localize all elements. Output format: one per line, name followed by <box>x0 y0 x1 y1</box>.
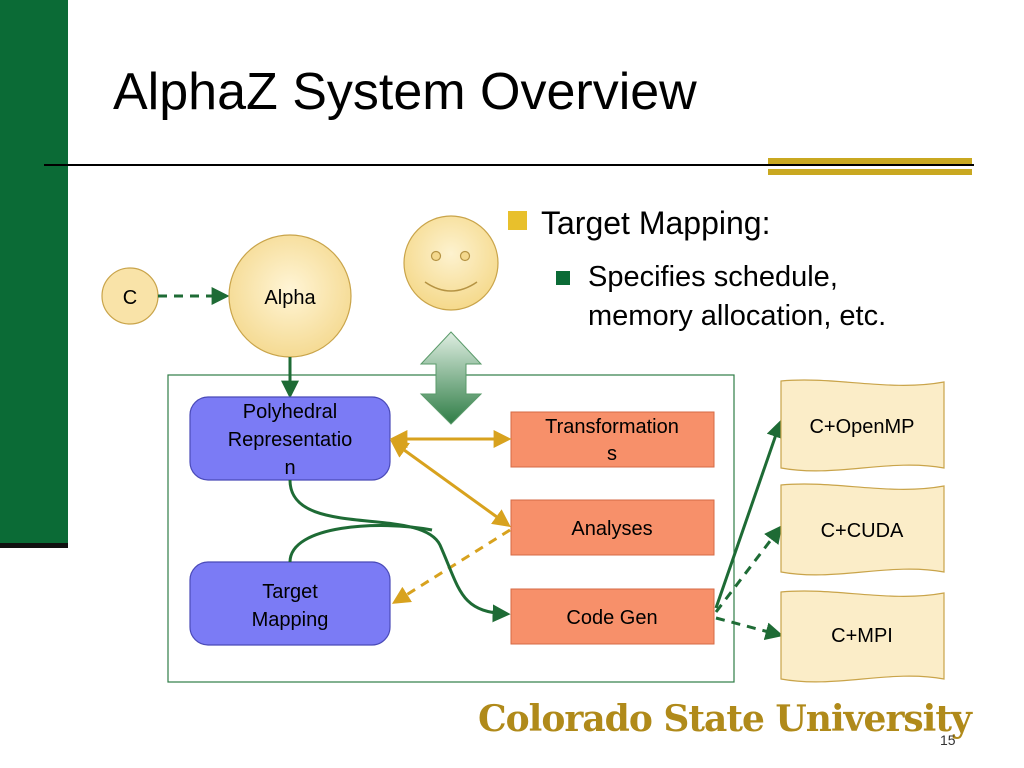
node-target-mapping-line-1: Target <box>262 581 318 603</box>
bullet-level2-line-1: Specifies schedule, <box>588 261 838 293</box>
edge-analyses-to-target-mapping <box>391 528 511 604</box>
node-c-mpi: C+MPI <box>780 590 945 683</box>
bullet-square-small-icon <box>556 271 570 285</box>
node-c-openmp: C+OpenMP <box>780 379 945 472</box>
sidebar-green-bar <box>0 0 68 548</box>
bullet-level2-line-2: memory allocation, etc. <box>588 300 887 332</box>
node-alpha-label: Alpha <box>264 287 316 309</box>
edge-code-gen-to-cuda <box>714 525 783 613</box>
colorado-state-university-logo: Colorado State University <box>478 698 972 740</box>
node-alpha: Alpha <box>228 234 352 358</box>
slide-title: AlphaZ System Overview <box>113 63 697 121</box>
node-code-gen-label: Code Gen <box>566 607 657 629</box>
node-transformations: Transformation s <box>510 411 715 468</box>
node-c-cuda: C+CUDA <box>780 483 945 576</box>
node-c-openmp-label: C+OpenMP <box>809 416 914 438</box>
bullet-level1-text: Target Mapping: <box>541 205 771 241</box>
page-number: 15 <box>940 732 956 748</box>
sidebar-edge <box>0 543 68 548</box>
bullet-level1: Target Mapping: <box>508 205 770 242</box>
node-polyhedral-line-1: Polyhedral <box>243 401 338 423</box>
node-transformations-line-1: Transformation <box>545 416 679 438</box>
node-analyses: Analyses <box>510 499 715 556</box>
title-underline <box>44 164 974 166</box>
smiley-user-icon <box>403 215 499 311</box>
bidirectional-arrow-icon <box>419 331 483 425</box>
node-c-mpi-label: C+MPI <box>831 625 893 647</box>
edge-polyhedral-to-code-gen <box>288 479 511 623</box>
node-c-label: C <box>123 287 137 309</box>
edge-code-gen-to-mpi <box>715 616 784 641</box>
node-polyhedral-line-3: n <box>284 457 295 479</box>
bullet-level2: Specifies schedule, memory allocation, e… <box>556 258 886 336</box>
node-target-mapping-line-2: Mapping <box>252 609 329 631</box>
node-analyses-label: Analyses <box>571 518 652 540</box>
node-code-gen: Code Gen <box>510 588 715 645</box>
gold-accent-bar-bottom <box>768 169 972 175</box>
bullet-square-icon <box>508 211 527 230</box>
gold-accent-bar-top <box>768 158 972 164</box>
node-transformations-line-2: s <box>607 443 617 465</box>
node-target-mapping: Target Mapping <box>189 561 391 646</box>
edge-target-mapping-to-code-gen <box>288 523 433 563</box>
edge-polyhedral-analyses <box>390 439 511 528</box>
node-polyhedral-representation: Polyhedral Representatio n <box>189 396 391 481</box>
node-c: C <box>101 267 159 325</box>
edge-code-gen-to-openmp <box>714 419 784 609</box>
node-c-cuda-label: C+CUDA <box>821 520 904 542</box>
node-polyhedral-line-2: Representatio <box>228 429 353 451</box>
